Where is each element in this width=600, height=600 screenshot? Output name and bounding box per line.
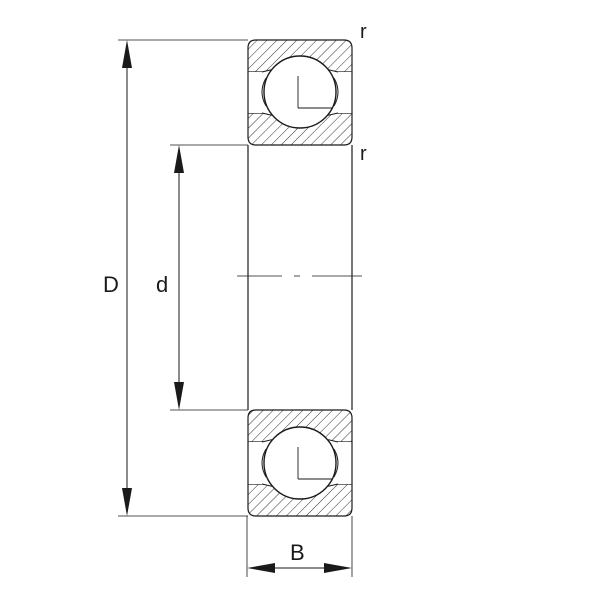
inner-ring-top xyxy=(247,112,353,146)
bore-outline xyxy=(247,145,353,410)
arrowhead-d-top xyxy=(174,145,184,173)
cage-top xyxy=(261,77,339,107)
label-r-top: r xyxy=(360,21,367,43)
arrowhead-B-right xyxy=(324,563,352,573)
arrowhead-D-bottom xyxy=(122,488,132,516)
arrowhead-B-left xyxy=(247,563,275,573)
dimension-d xyxy=(174,145,184,410)
arrowhead-D-top xyxy=(122,40,132,68)
ball-top-marks xyxy=(297,76,332,109)
label-D: D xyxy=(103,272,119,297)
extension-lines xyxy=(118,39,353,577)
ball-bottom xyxy=(263,426,337,500)
ball-bottom-marks xyxy=(297,447,332,480)
arrowhead-d-bottom xyxy=(174,382,184,410)
label-B: B xyxy=(290,540,305,565)
label-d: d xyxy=(156,272,168,297)
bottom-section xyxy=(247,409,353,517)
outer-ring-bottom xyxy=(247,483,353,517)
dimension-D xyxy=(122,40,132,516)
ball-top xyxy=(263,55,337,129)
dimension-B xyxy=(247,563,352,573)
top-section xyxy=(247,39,353,146)
cage-bottom xyxy=(261,448,339,478)
label-r-bottom: r xyxy=(360,143,367,165)
